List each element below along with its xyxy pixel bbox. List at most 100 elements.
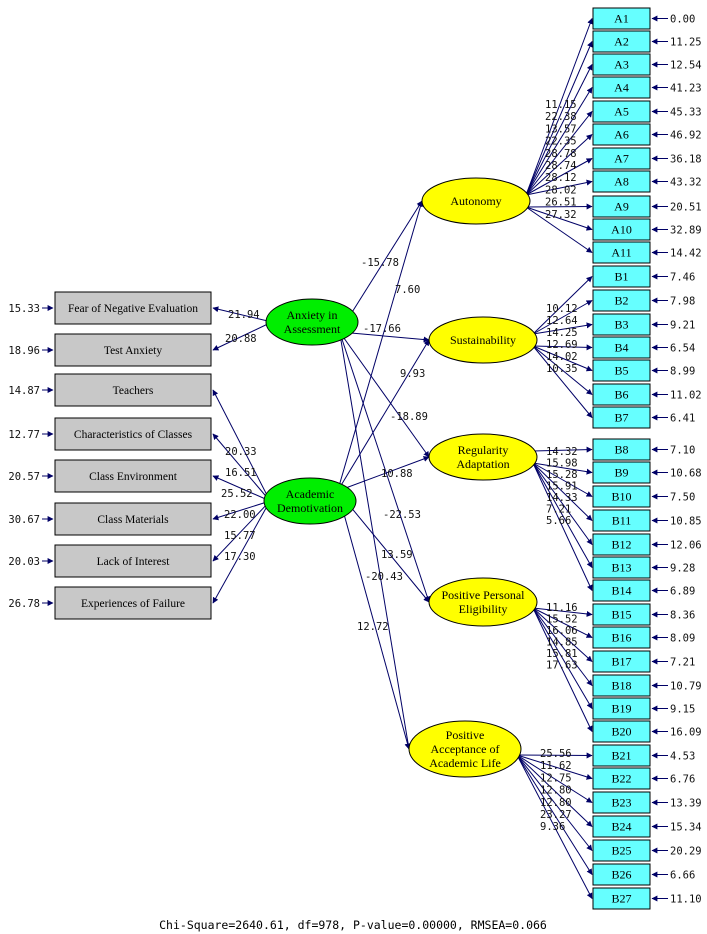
loading-arrow xyxy=(532,607,593,686)
indicator-label: Class Materials xyxy=(97,514,169,526)
indicator-label: Class Environment xyxy=(89,471,178,483)
latent-label: Assessment xyxy=(284,322,341,336)
loading-arrow xyxy=(532,345,593,418)
indicator-label: B12 xyxy=(611,538,631,552)
loading-label: 11.62 xyxy=(540,760,572,772)
loading-label: 14.02 xyxy=(546,351,578,363)
indicator-box xyxy=(592,53,651,76)
loading-label: 10.35 xyxy=(546,363,578,375)
indicator-box xyxy=(592,406,651,429)
loading-label: 16.51 xyxy=(225,467,257,479)
error-variance-label: 9.28 xyxy=(670,563,695,575)
loading-arrow xyxy=(532,462,593,545)
latent-label: Regularity xyxy=(458,443,509,457)
indicator-label: B9 xyxy=(614,466,628,480)
loading-arrow xyxy=(525,206,593,253)
loading-arrow xyxy=(525,40,593,196)
indicator-label: A11 xyxy=(611,246,631,260)
loading-label: 15.52 xyxy=(546,614,578,626)
loading-label: 28.74 xyxy=(545,160,577,172)
indicator-label: B2 xyxy=(614,294,628,308)
indicator-label: B18 xyxy=(611,679,631,693)
indicator-label: B25 xyxy=(611,844,631,858)
loading-label: 28.78 xyxy=(545,148,577,160)
latent-label: Academic xyxy=(286,487,335,501)
indicator-box xyxy=(592,697,651,720)
indicator-box xyxy=(592,383,651,406)
loading-label: 14.25 xyxy=(546,327,578,339)
path-coefficient-label: -20.43 xyxy=(365,571,403,583)
indicator-label: B10 xyxy=(611,490,631,504)
error-variance-label: 16.09 xyxy=(670,727,702,739)
loading-arrow xyxy=(532,344,593,351)
indicator-box xyxy=(592,313,651,336)
structural-path xyxy=(339,331,430,458)
latent-reg-ellipse xyxy=(428,433,538,481)
loading-arrow xyxy=(532,607,593,662)
indicator-box xyxy=(592,7,651,30)
error-variance-label: 20.29 xyxy=(670,846,702,858)
loading-label: 28.12 xyxy=(545,172,577,184)
loading-label: 14.32 xyxy=(546,446,578,458)
loading-arrow xyxy=(532,462,593,569)
error-variance-label: 30.67 xyxy=(8,514,40,526)
loading-arrow xyxy=(532,607,593,710)
indicator-label: B11 xyxy=(612,514,632,528)
error-variance-label: 46.92 xyxy=(670,130,702,142)
connector-layer xyxy=(42,15,668,902)
latent-label: Demotivation xyxy=(277,501,343,515)
loading-arrow xyxy=(532,300,593,335)
loading-label: 12.75 xyxy=(540,772,572,784)
error-variance-label: 10.68 xyxy=(670,468,702,480)
loading-arrow xyxy=(532,276,593,335)
indicator-box xyxy=(592,336,651,359)
error-variance-label: 7.10 xyxy=(670,445,695,457)
loading-label: 15.81 xyxy=(546,648,578,660)
latent-ppe-ellipse xyxy=(428,577,538,627)
indicator-box xyxy=(592,744,651,767)
latent-pal-ellipse xyxy=(408,720,522,778)
loading-arrow xyxy=(212,321,273,351)
indicator-label: B4 xyxy=(614,341,628,355)
loading-label: 21.94 xyxy=(228,309,260,321)
latent-label: Autonomy xyxy=(450,194,501,208)
indicator-box xyxy=(592,147,651,170)
indicator-label: Experiences of Failure xyxy=(81,598,185,610)
loading-label: 12.69 xyxy=(546,339,578,351)
loading-arrow xyxy=(525,179,593,196)
indicator-box xyxy=(592,265,651,288)
indicator-box xyxy=(54,586,212,620)
error-variance-label: 6.89 xyxy=(670,586,695,598)
indicator-label: B23 xyxy=(611,796,631,810)
indicator-label: A3 xyxy=(614,58,629,72)
indicator-label: B19 xyxy=(611,702,631,716)
error-variance-label: 6.41 xyxy=(670,413,695,425)
indicator-label: A6 xyxy=(614,128,629,142)
indicator-label: A2 xyxy=(614,35,629,49)
loading-arrow xyxy=(532,607,593,733)
error-variance-label: 15.34 xyxy=(670,822,702,834)
structural-path xyxy=(339,331,431,603)
indicator-box xyxy=(592,30,651,53)
error-variance-label: 36.18 xyxy=(670,154,702,166)
loading-label: 17.30 xyxy=(224,551,256,563)
loading-arrow xyxy=(532,462,593,497)
loading-arrow xyxy=(525,111,593,196)
indicator-box xyxy=(54,291,212,325)
loading-label: 5.66 xyxy=(546,515,571,527)
loading-label: 10.12 xyxy=(546,303,578,315)
error-variance-label: 10.85 xyxy=(670,516,702,528)
indicator-label: Characteristics of Classes xyxy=(74,429,193,441)
error-variance-label: 8.99 xyxy=(670,366,695,378)
indicator-label: A10 xyxy=(611,223,632,237)
loading-label: 28.02 xyxy=(545,184,577,196)
indicator-label: B1 xyxy=(614,270,628,284)
indicator-box xyxy=(592,863,651,886)
indicator-box xyxy=(592,791,651,814)
loading-arrow xyxy=(532,462,593,521)
indicator-box xyxy=(54,544,212,578)
loading-arrow xyxy=(525,17,593,196)
indicator-box xyxy=(592,218,651,241)
path-coefficient-label: 9.93 xyxy=(400,368,425,380)
loading-label: 15.28 xyxy=(546,469,578,481)
